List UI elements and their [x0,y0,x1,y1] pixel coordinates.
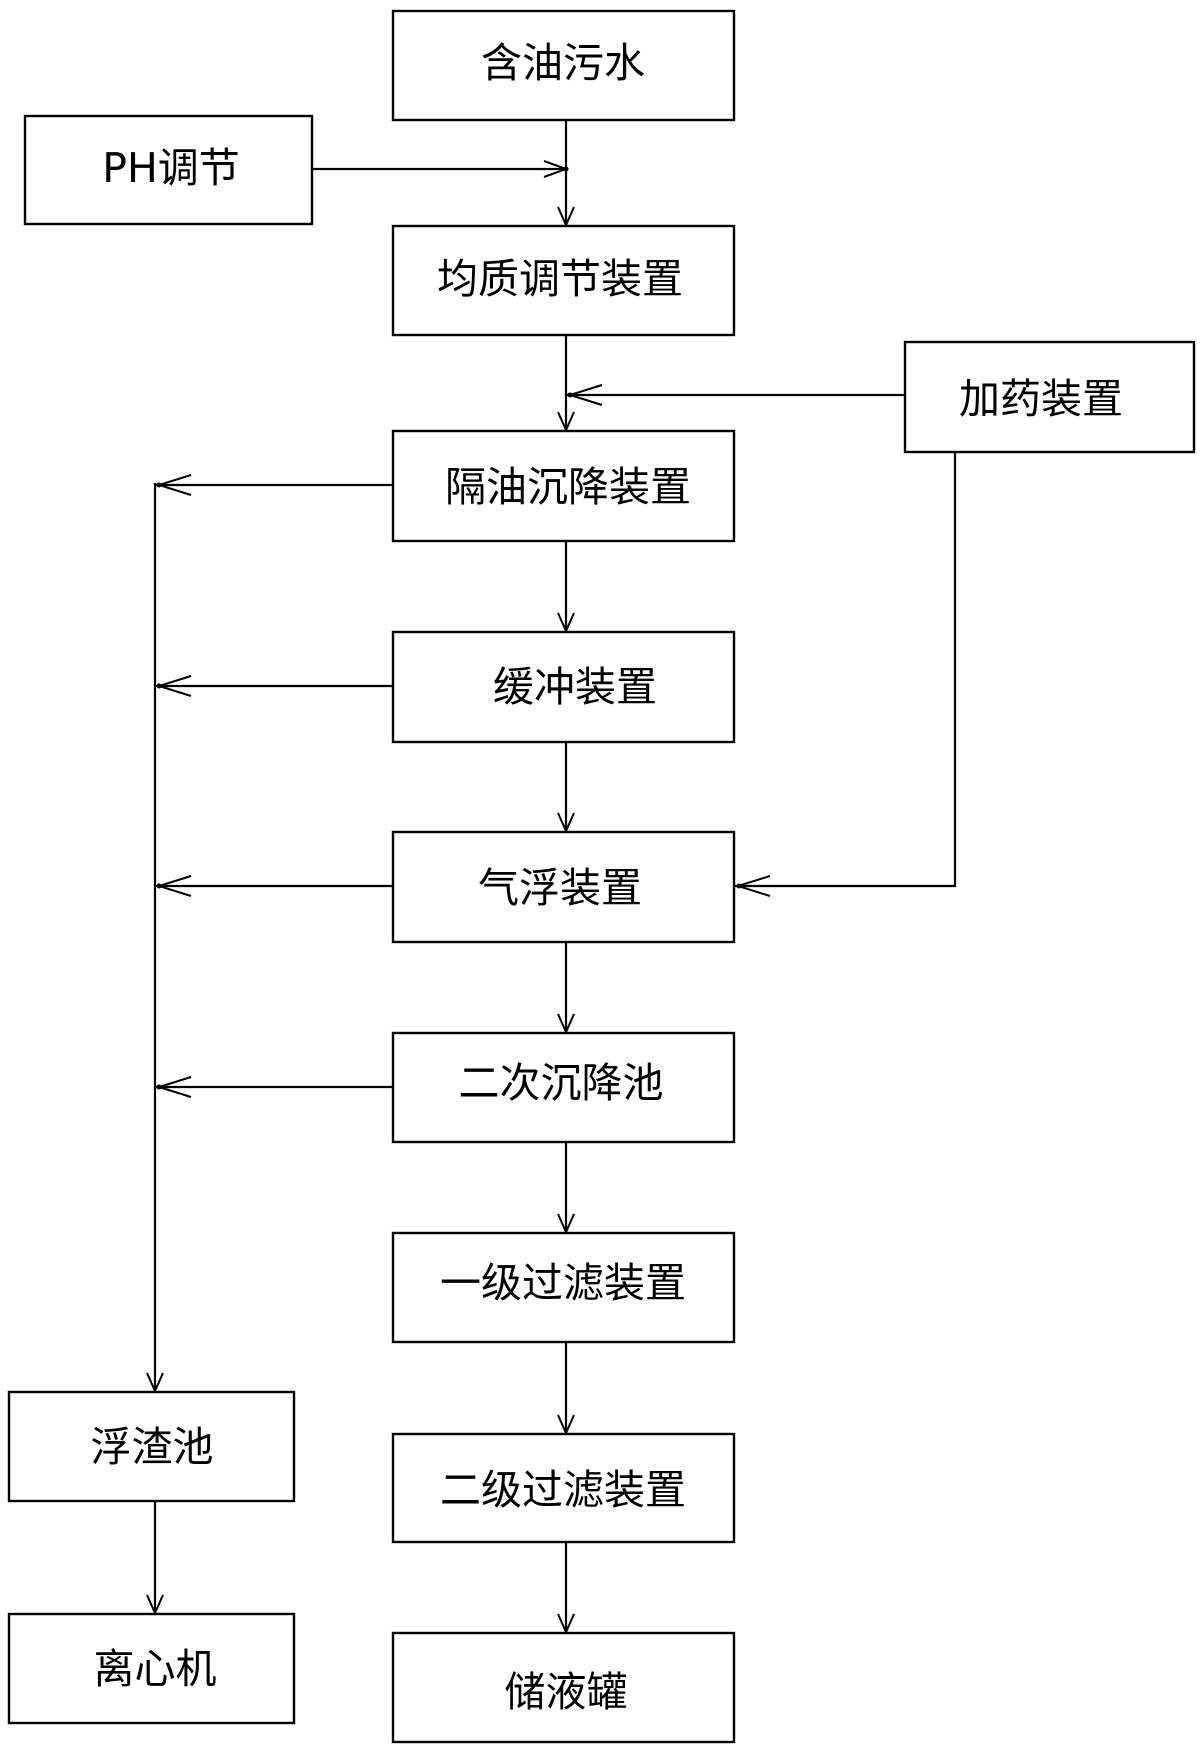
node-buffer-label: 缓冲装置 [493,663,657,711]
connector-primary-filter-to-secondary-filter [557,1343,575,1436]
node-oily-wastewater: 含油污水 [391,9,736,122]
node-dosing-label: 加药装置 [959,375,1123,423]
connector-secondary-settling-to-collector [155,1076,393,1098]
node-buffer: 缓冲装置 [391,630,736,744]
node-oil-separation: 隔油沉降装置 [391,429,736,543]
node-oily-wastewater-label: 含油污水 [481,39,645,87]
node-centrifuge-label: 离心机 [94,1645,217,1693]
connector-ph-adjust-to-main [312,160,569,178]
node-homogenizer: 均质调节装置 [391,224,736,337]
node-scum-tank-label: 浮渣池 [91,1423,214,1471]
node-secondary-settling: 二次沉降池 [391,1031,736,1144]
node-homogenizer-label: 均质调节装置 [437,255,683,303]
connector-secondary-settling-to-primary-filter [557,1143,575,1235]
connector-oil-separation-to-buffer [557,542,575,634]
connector-secondary-filter-to-storage-tank [557,1543,575,1635]
node-air-flotation: 气浮装置 [391,830,736,944]
node-air-flotation-label: 气浮装置 [478,864,642,912]
connector-scum-tank-to-centrifuge [146,1502,164,1616]
node-oil-separation-label: 隔油沉降装置 [445,463,691,511]
connector-buffer-to-collector [155,675,393,697]
connector-homogenizer-to-oil-separation [557,336,575,433]
node-secondary-settling-label: 二次沉降池 [459,1059,664,1107]
node-ph-adjust: PH调节 [23,114,314,226]
node-storage-tank: 储液罐 [391,1631,736,1744]
connector-dosing-to-main [566,384,905,406]
node-primary-filter-label: 一级过滤装置 [440,1259,686,1307]
node-secondary-filter: 二级过滤装置 [391,1432,736,1544]
node-centrifuge: 离心机 [7,1612,296,1725]
node-primary-filter: 一级过滤装置 [391,1231,736,1344]
connector-buffer-to-air-flotation [557,743,575,834]
connector-sludge-collector [146,483,164,1394]
node-scum-tank: 浮渣池 [7,1390,296,1503]
node-ph-adjust-label: PH调节 [102,144,240,192]
connector-air-flotation-to-collector [155,875,393,897]
connector-wastewater-to-homogenizer [557,121,575,228]
node-dosing: 加药装置 [903,340,1196,454]
connector-air-flotation-to-secondary-settling [557,943,575,1035]
connector-oil-separation-to-collector [155,474,393,496]
node-secondary-filter-label: 二级过滤装置 [440,1466,686,1514]
node-storage-tank-label: 储液罐 [505,1668,628,1716]
connector-dosing-to-air-flotation [734,452,957,897]
